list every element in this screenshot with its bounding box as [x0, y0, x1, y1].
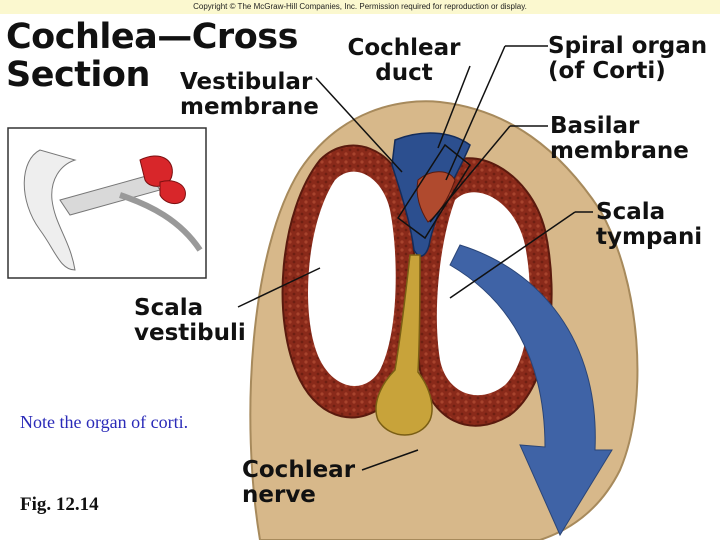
label-vestibular-membrane-line1: Vestibular — [180, 69, 313, 95]
label-cochlear-duct-line1: Cochlear — [347, 35, 461, 61]
label-cochlear-nerve-line1: Cochlear — [242, 457, 356, 483]
label-spiral-organ: Spiral organ (of Corti) — [548, 34, 707, 84]
label-basilar-membrane: Basilar membrane — [550, 114, 689, 164]
label-vestibular-membrane: Vestibular membrane — [180, 70, 319, 120]
label-basilar-membrane-line2: membrane — [550, 138, 689, 164]
label-spiral-organ-line2: (of Corti) — [548, 58, 666, 84]
label-cochlear-duct: Cochlear duct — [344, 36, 464, 86]
label-cochlear-nerve-line2: nerve — [242, 482, 316, 508]
cochlear-nerve-shape — [375, 254, 433, 436]
leader-lines — [237, 45, 593, 471]
label-scala-tympani: Scala tympani — [596, 200, 702, 250]
figure-caption: Fig. 12.14 — [20, 494, 99, 515]
label-scala-tympani-line1: Scala — [596, 199, 666, 225]
title-line-2: Section — [6, 55, 150, 95]
title-line-1: Cochlea—Cross — [6, 17, 298, 57]
note-text: Note the organ of corti. — [20, 412, 189, 432]
label-spiral-organ-line1: Spiral organ — [548, 33, 708, 59]
enlargement-arrow — [449, 244, 613, 537]
label-scala-vestibuli-line2: vestibuli — [134, 320, 246, 346]
inset-cochlea-highlight — [139, 155, 173, 187]
label-scala-vestibuli: Scala vestibuli — [134, 296, 246, 346]
label-cochlear-nerve: Cochlear nerve — [242, 458, 355, 508]
scala-vestibuli-cavity — [308, 171, 396, 387]
label-scala-tympani-line2: tympani — [596, 224, 703, 250]
label-basilar-membrane-line1: Basilar — [550, 113, 640, 139]
label-scala-vestibuli-line1: Scala — [134, 295, 204, 321]
copyright-notice: Copyright © The McGraw-Hill Companies, I… — [0, 0, 720, 14]
ear-inset — [7, 127, 207, 279]
label-vestibular-membrane-line2: membrane — [180, 94, 319, 120]
scala-tympani-cavity — [436, 192, 530, 396]
diagram-title: Cochlea—Cross Section — [6, 18, 298, 94]
label-cochlear-duct-line2: duct — [375, 60, 433, 86]
